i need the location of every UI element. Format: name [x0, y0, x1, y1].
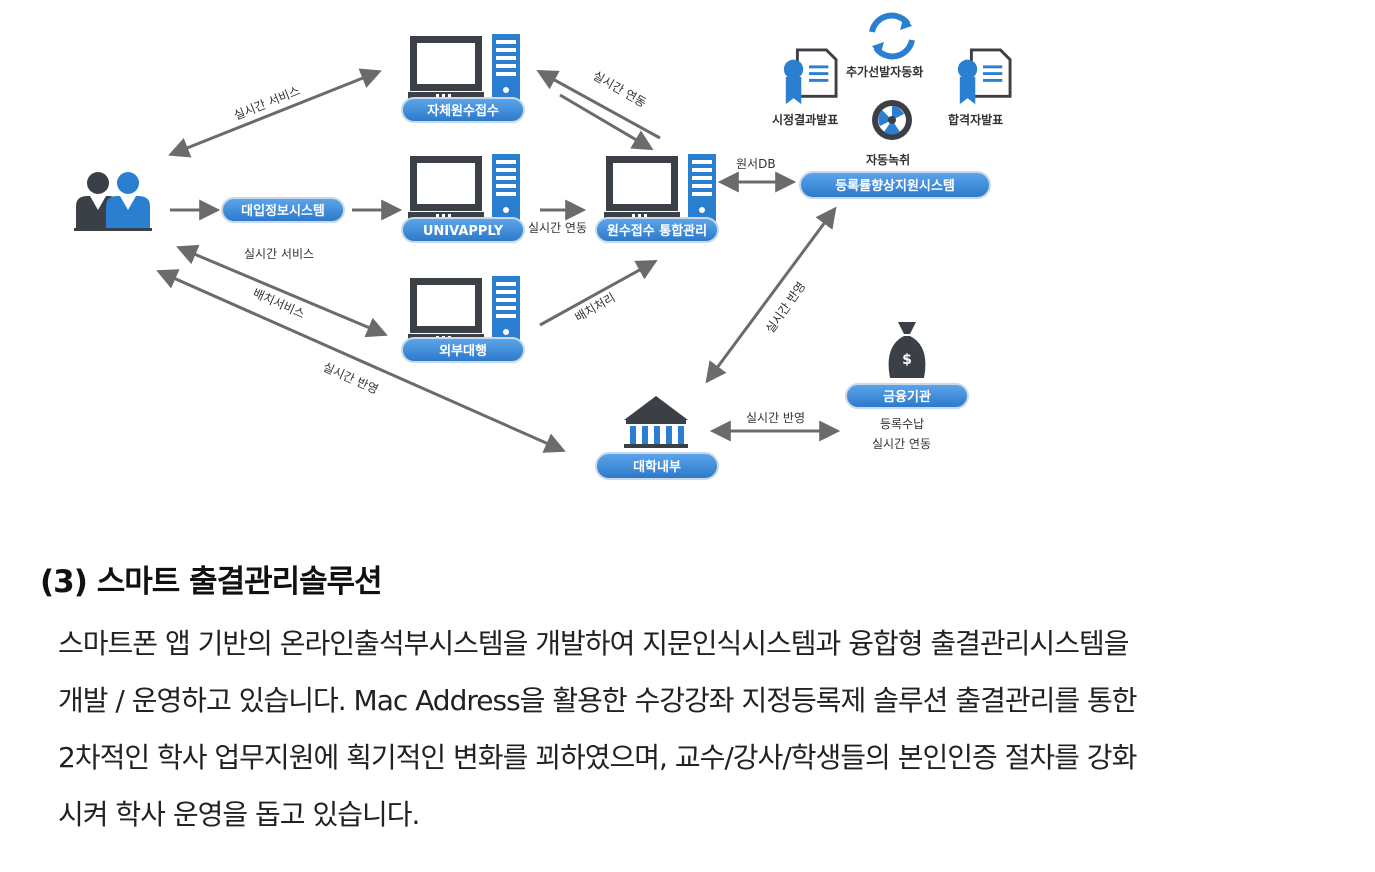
finance-note-2: 실시간 연동	[872, 437, 931, 451]
pill-outsource: 외부대행	[401, 337, 525, 363]
refresh-icon	[869, 12, 915, 60]
svg-text:금융기관: 금융기관	[883, 389, 931, 405]
paragraph-line: 시켜 학사 운영을 돕고 있습니다.	[58, 798, 420, 831]
computer-icon-selfapp	[408, 34, 520, 104]
paragraph-line: 개발 / 운영하고 있습니다. Mac Address을 활용한 수강강좌 지정…	[58, 684, 1138, 717]
paragraph-line: 스마트폰 앱 기반의 온라인출석부시스템을 개발하여 지문인식시스템과 융합형 …	[58, 627, 1129, 660]
label-realtime-reflect-right: 실시간 반영	[763, 279, 808, 335]
finance-note-1: 등록수납	[880, 417, 924, 431]
label-realtime-service-mid: 실시간 서비스	[244, 247, 314, 261]
document-person-icon-right	[956, 48, 1012, 106]
computer-icon-outsource	[408, 276, 520, 346]
disc-icon	[872, 100, 912, 140]
users-icon	[74, 172, 152, 231]
label-extra-selection: 추가선발자동화	[846, 64, 923, 79]
svg-text:대학내부: 대학내부	[633, 459, 681, 475]
arrow-selfapp-integrated-a	[536, 69, 661, 140]
system-diagram: 실시간 서비스 실시간 연동 실시간 연동 실시간 서비스 배치서비스 배치처리…	[74, 12, 1012, 480]
label-passer-announce: 합격자발표	[948, 112, 1003, 127]
svg-text:UNIVAPPLY: UNIVAPPLY	[423, 224, 504, 239]
diagram-arrows	[156, 68, 841, 453]
arrow-users-university	[156, 269, 566, 453]
computer-icon-univapply	[408, 154, 520, 224]
pill-admission-info: 대입정보시스템	[221, 197, 345, 223]
arrow-users-selfapp	[168, 68, 382, 158]
label-realtime-reflect-bottom: 실시간 반영	[746, 411, 805, 425]
pill-integrated: 원수접수 통합관리	[595, 217, 719, 243]
svg-text:원수접수 통합관리: 원수접수 통합관리	[607, 223, 707, 239]
computer-icon-integrated	[604, 154, 716, 224]
section-heading: (3) 스마트 출결관리솔루션	[40, 564, 383, 600]
paragraph-line: 2차적인 학사 업무지원에 획기적인 변화를 꾀하였으며, 교수/강사/학생들의…	[58, 741, 1137, 774]
label-exam-result: 시정결과발표	[772, 112, 838, 127]
arrow-outsource-integrated	[539, 259, 658, 327]
arrow-registration-university	[705, 206, 837, 384]
pill-finance: 금융기관	[845, 383, 969, 409]
document-person-icon-left	[782, 48, 838, 106]
svg-text:$: $	[902, 352, 912, 368]
label-auto-record: 자동녹취	[866, 152, 910, 167]
pill-registration: 등록률향상지원시스템	[799, 171, 991, 199]
pill-univapply: UNIVAPPLY	[401, 217, 525, 243]
svg-text:자체원수접수: 자체원수접수	[427, 103, 499, 119]
arrow-selfapp-integrated-b	[559, 93, 654, 151]
svg-text:등록률향상지원시스템: 등록률향상지원시스템	[835, 178, 955, 194]
section-paragraph: 스마트폰 앱 기반의 온라인출석부시스템을 개발하여 지문인식시스템과 융합형 …	[58, 615, 1338, 843]
label-realtime-link-mid: 실시간 연동	[528, 221, 587, 235]
pill-selfapp: 자체원수접수	[401, 97, 525, 123]
pill-university: 대학내부	[595, 452, 719, 480]
svg-text:외부대행: 외부대행	[439, 343, 487, 359]
university-building-icon	[624, 396, 688, 448]
money-bag-icon: $	[888, 322, 926, 378]
label-app-db: 원서DB	[736, 157, 776, 171]
svg-text:대입정보시스템: 대입정보시스템	[241, 203, 325, 219]
